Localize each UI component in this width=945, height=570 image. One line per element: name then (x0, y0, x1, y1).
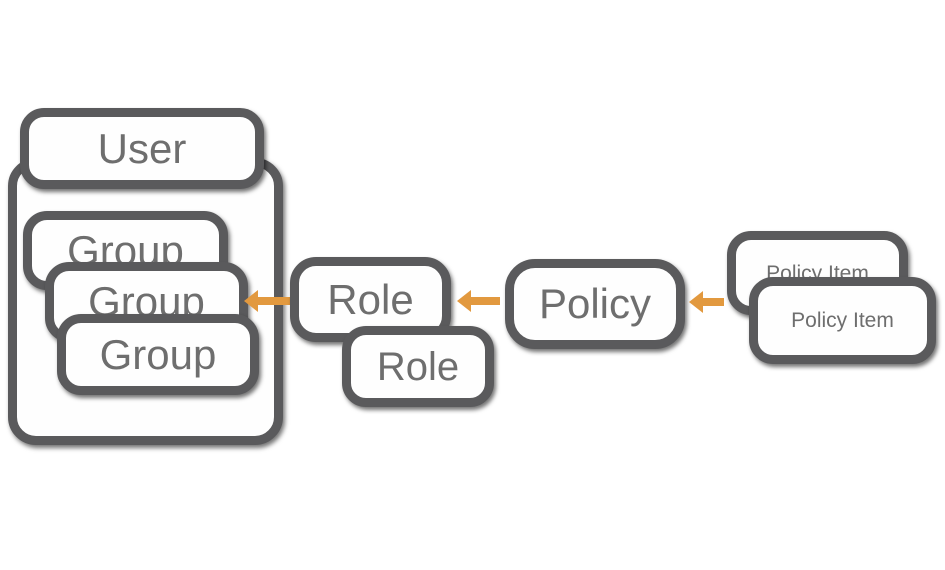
node-policy-item-2-label: Policy Item (791, 309, 894, 332)
node-role-1-label: Role (327, 275, 414, 323)
arrow-policy-to-role-icon (457, 289, 500, 313)
node-policy-label: Policy (538, 280, 652, 327)
node-user: User (20, 108, 264, 189)
node-group-3: Group (57, 314, 259, 395)
node-group-3-label: Group (99, 330, 217, 378)
node-policy-item-2: Policy Item (749, 277, 936, 364)
node-user-label: User (97, 124, 187, 172)
node-role-2: Role (342, 326, 494, 407)
arrow-policyitem-to-policy-icon (689, 290, 724, 314)
node-role-2-label: Role (376, 344, 460, 389)
arrow-role-to-group-icon (244, 289, 290, 313)
node-policy: Policy (505, 259, 685, 349)
